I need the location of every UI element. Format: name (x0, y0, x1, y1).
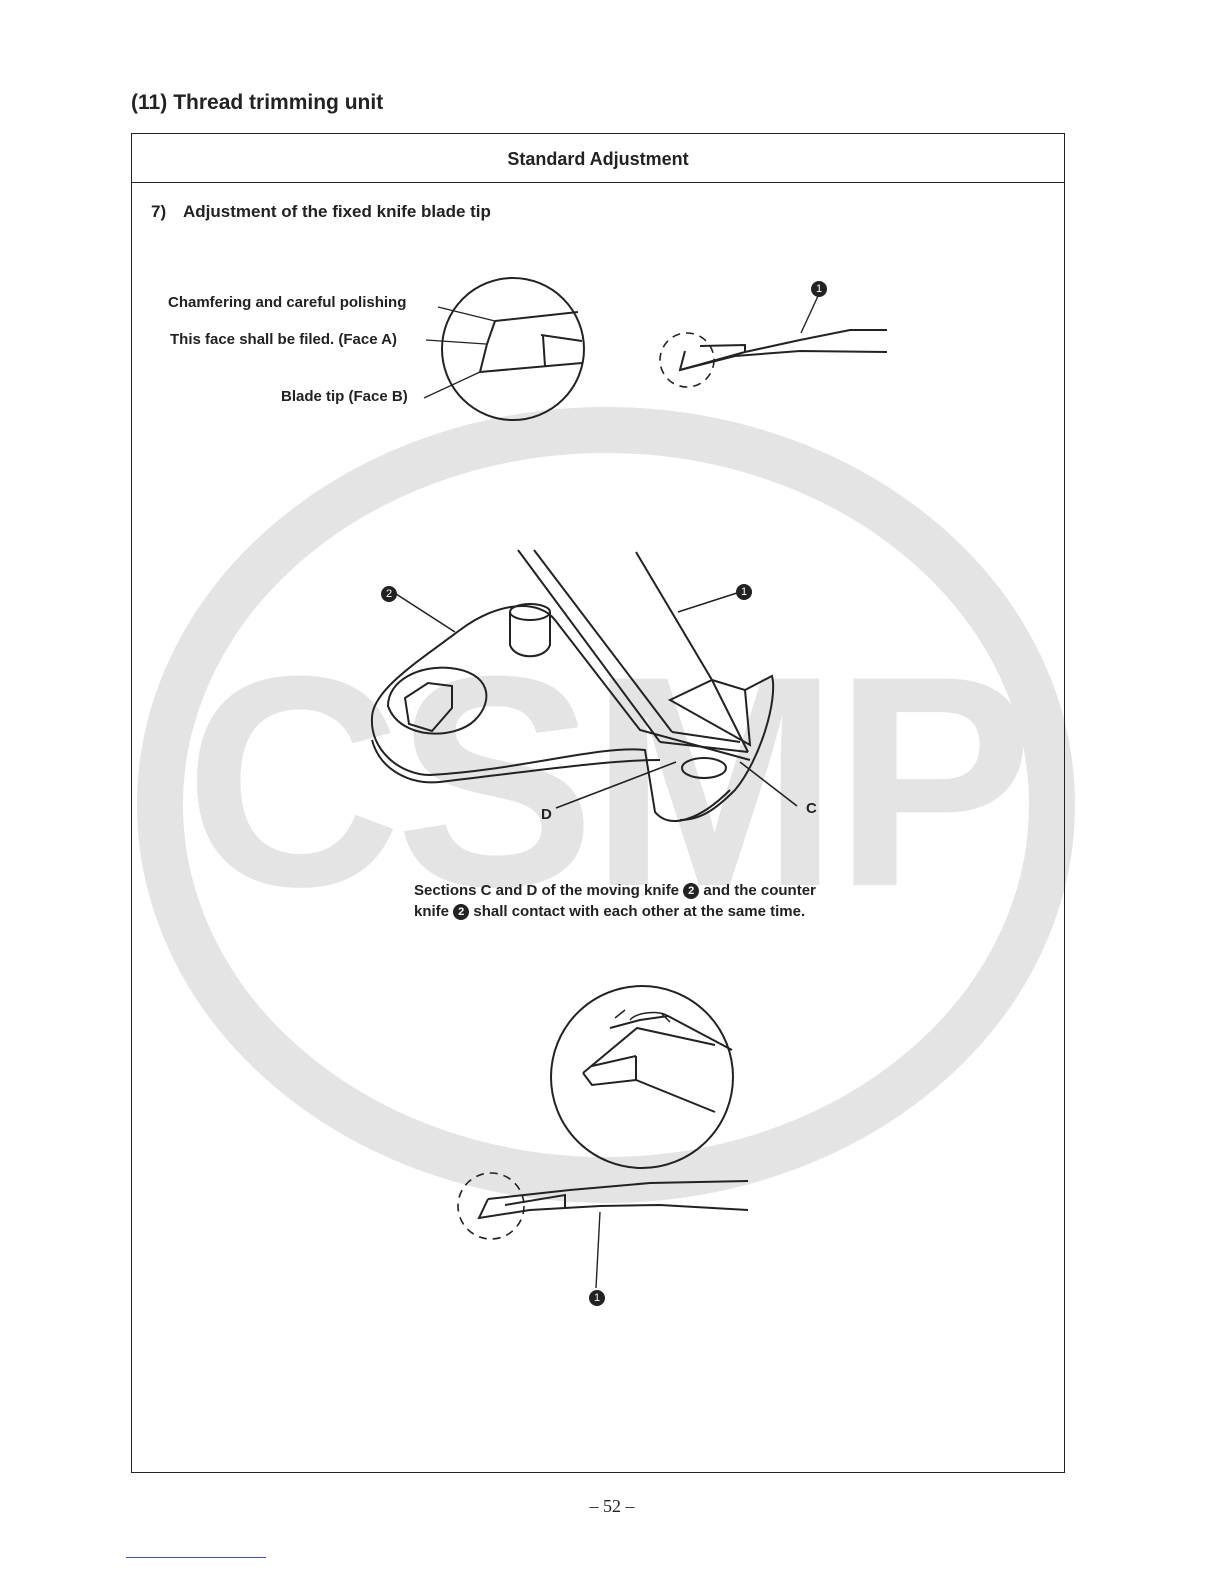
blade-tip-detail-circle (423, 277, 585, 421)
frame-header: Standard Adjustment (132, 134, 1064, 183)
label-d: D (541, 806, 552, 823)
step-heading: 7) Adjustment of the fixed knife blade ti… (151, 202, 491, 222)
step-title: Adjustment of the fixed knife blade tip (183, 202, 491, 221)
fixed-knife-profile-bottom (457, 1172, 749, 1289)
callout-1-assembly: 1 (736, 584, 752, 600)
note-line-1: Sections C and D of the moving knife 2 a… (414, 882, 816, 899)
callout-2-assembly: 2 (381, 586, 397, 602)
step-number: 7) (151, 202, 167, 221)
section-number: (11) (131, 91, 168, 114)
note-line-2: knife 2 shall contact with each other at… (414, 903, 806, 920)
section-title-text: Thread trimming unit (173, 91, 384, 114)
blade-tip-bottom-detail (550, 985, 734, 1169)
callout-1-bottom: 1 (589, 1290, 605, 1306)
callout-1-top: 1 (811, 281, 827, 297)
section-title: (11)Thread trimming unit (131, 91, 383, 115)
contact-note: Sections C and D of the moving knife 2 a… (414, 880, 816, 922)
label-face-b: Blade tip (Face B) (281, 388, 408, 405)
page-number: – 52 – (589, 1496, 635, 1516)
footer-rule (126, 1557, 266, 1558)
adjustment-frame: Standard Adjustment (131, 133, 1065, 1473)
label-face-a: This face shall be filed. (Face A) (170, 331, 398, 348)
watermark-text: CSMP (185, 613, 1028, 949)
label-chamfering: Chamfering and careful polishing (168, 294, 407, 311)
label-c: C (806, 800, 817, 817)
fixed-knife-profile-top (659, 295, 888, 388)
callout-2-inline: 2 (453, 904, 470, 920)
callout-2-inline: 2 (683, 883, 700, 899)
moving-knife-assembly (370, 549, 798, 822)
